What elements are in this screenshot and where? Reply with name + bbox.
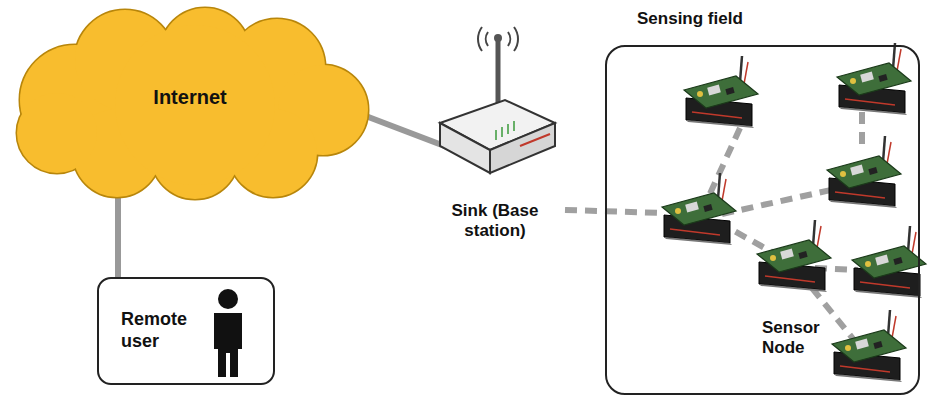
node-label: Internet	[5, 85, 375, 109]
person-icon	[214, 289, 242, 377]
callout-label: Sensor Node	[760, 318, 828, 359]
field-heading: Sensing field	[637, 9, 743, 29]
sink-node: Sink (Base station)	[425, 25, 565, 250]
user-box: Remote user	[97, 277, 275, 385]
sensor-mote	[662, 43, 926, 382]
node-label: Remote user	[121, 309, 201, 352]
node-label: Sink (Base station)	[430, 201, 560, 242]
wireless-link	[565, 112, 862, 345]
cloud-node: Internet	[5, 5, 375, 200]
router-icon	[440, 27, 555, 173]
network-link	[115, 185, 121, 278]
